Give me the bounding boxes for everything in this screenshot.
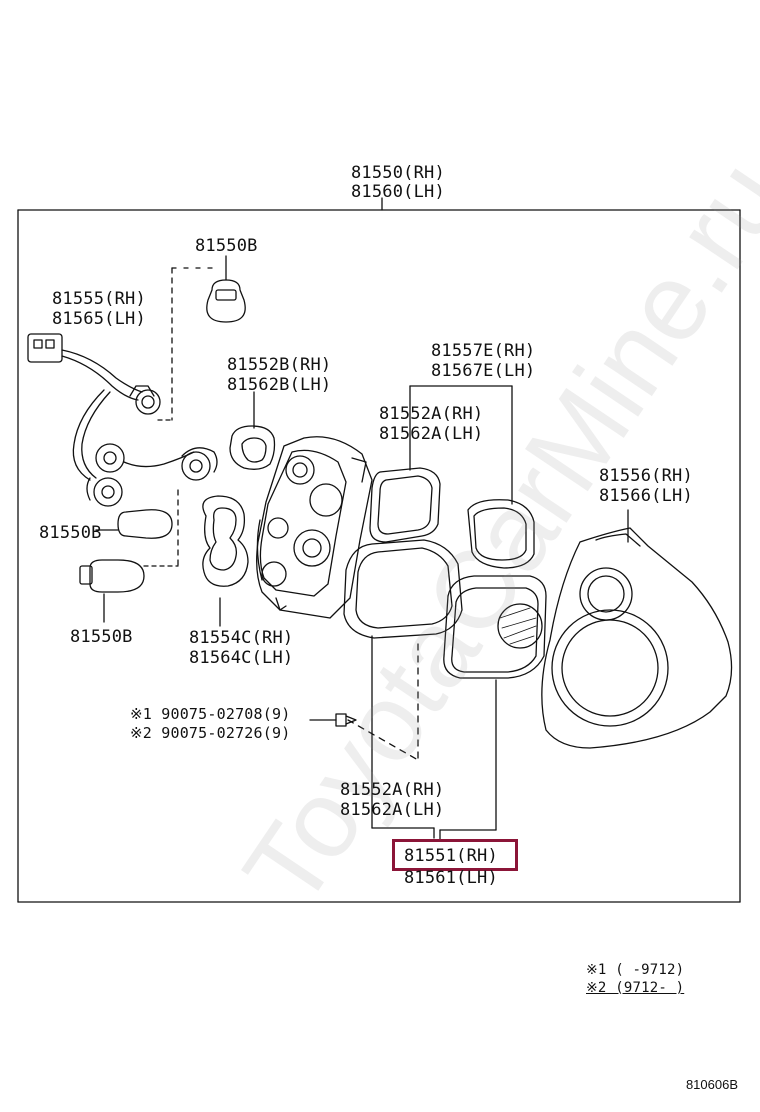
bulb-left-label: 81550B — [39, 523, 102, 543]
socket-lh-label: 81565(LH) — [52, 309, 146, 329]
bulb-bottom-label: 81550B — [70, 627, 133, 647]
screw-shape — [309, 713, 357, 727]
gasket-a-lh-label: 81562A(LH) — [379, 424, 484, 444]
gasket-a-rh-label: 81552A(RH) — [379, 404, 484, 424]
legend-note-2: ※2 (9712- ) — [586, 980, 685, 996]
bulb-top-label: 81550B — [195, 236, 258, 256]
assembly-part-lh: 81560(LH) — [351, 182, 445, 202]
assembly-part-rh: 81550(RH) — [351, 163, 445, 183]
lamp-housing-shape — [256, 436, 373, 619]
gasket-a-upper-shape — [369, 467, 441, 543]
gasket-a2-rh-label: 81552A(RH) — [340, 780, 445, 800]
lens-e-shape — [409, 385, 535, 569]
bulb-left-shapes — [79, 489, 179, 623]
outer-cover-shape — [541, 509, 733, 749]
legend-note-1: ※1 ( -9712) — [586, 962, 685, 978]
main-lens-shape — [347, 575, 547, 841]
gasket-b-shape — [229, 391, 276, 470]
gasket-c-lh-label: 81564C(LH) — [189, 648, 294, 668]
gasket-b-rh-label: 81552B(RH) — [227, 355, 332, 375]
gasket-c-rh-label: 81554C(RH) — [189, 628, 294, 648]
gasket-c-shape — [202, 495, 249, 627]
gasket-a-lower-shape — [343, 539, 463, 839]
gasket-b-lh-label: 81562B(LH) — [227, 375, 332, 395]
lens-e-rh-label: 81557E(RH) — [431, 341, 536, 361]
gasket-a2-lh-label: 81562A(LH) — [340, 800, 445, 820]
diagram-code: 810606B — [685, 1077, 738, 1092]
highlighted-part-box[interactable] — [392, 839, 518, 871]
lens-rh-label[interactable]: 81551(RH) — [404, 846, 498, 866]
lens-e-lh-label: 81567E(LH) — [431, 361, 536, 381]
screw-1-label: ※1 90075-02708(9) — [130, 705, 291, 723]
lens-lh-label: 81561(LH) — [404, 868, 498, 888]
cover-rh-label: 81556(RH) — [599, 466, 693, 486]
screw-2-label: ※2 90075-02726(9) — [130, 724, 291, 742]
assembly-frame — [17, 197, 741, 903]
socket-rh-label: 81555(RH) — [52, 289, 146, 309]
cover-lh-label: 81566(LH) — [599, 486, 693, 506]
bulb-top-shape — [157, 255, 246, 421]
wiring-harness-shape — [27, 333, 218, 507]
